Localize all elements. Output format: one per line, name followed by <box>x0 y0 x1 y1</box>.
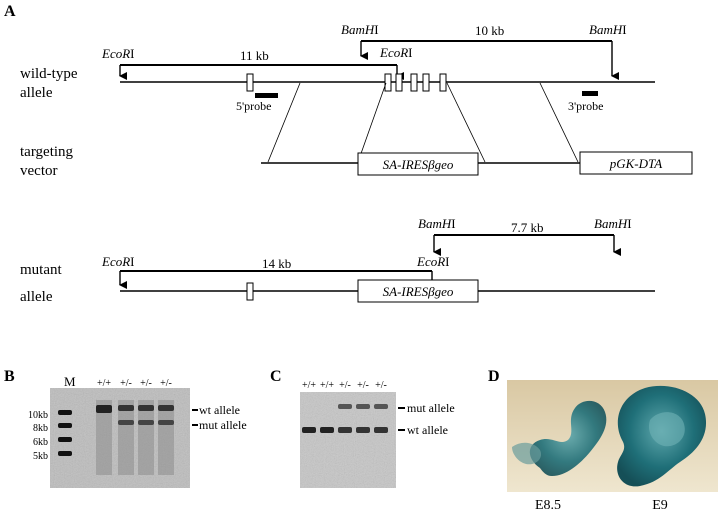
homology-line-2 <box>357 82 387 163</box>
mutant-cassette-box <box>357 279 479 303</box>
size-10kb: 10 kb <box>475 23 504 38</box>
mutant-label-line2: allele <box>20 289 53 305</box>
mutant-cassette-label: SA-IRESβgeo <box>383 284 454 299</box>
probe-3prime <box>582 91 598 96</box>
gel-c-lane-label: +/- <box>357 380 369 391</box>
wt-ecori-left-label: EcoRI <box>101 46 135 61</box>
size-7_7kb: 7.7 kb <box>511 220 544 235</box>
gel-c-lane-label: +/+ <box>302 380 316 391</box>
exon-6 <box>439 73 447 92</box>
mut-bamhi-left-label: BamHI <box>418 216 456 231</box>
probe-5prime <box>255 93 278 98</box>
size-11kb: 11 kb <box>240 48 269 63</box>
gel-c-lane-label: +/- <box>339 380 351 391</box>
ladder-band-8kb <box>58 423 72 428</box>
targeting-label-line1: targeting <box>20 144 74 160</box>
stage-e8_5: E8.5 <box>535 498 561 513</box>
ladder-band-10kb <box>58 410 72 415</box>
lane-c2-wt-band <box>320 427 334 433</box>
gel-b-lane-labels: +/+ +/- +/- +/- <box>97 378 172 389</box>
wt-bamhi-right-label: BamHI <box>589 22 627 37</box>
mutant-label-line1: mutant <box>20 262 62 278</box>
lane-c4-mut-band <box>356 404 370 409</box>
homology-line-3 <box>446 82 486 163</box>
lane-b4-smear <box>158 400 174 475</box>
exon-3 <box>395 73 403 92</box>
gel-b-size-marker: 5kb <box>33 451 48 462</box>
lane-b2-mut-band <box>118 420 134 425</box>
gel-c-lane-label: +/- <box>375 380 387 391</box>
gel-b-band-label: wt allele <box>199 403 240 417</box>
gel-b-band-label: mut allele <box>199 418 247 432</box>
gel-b-lane-label: +/- <box>140 378 152 389</box>
gel-b-size-marker: 6kb <box>33 437 48 448</box>
homology-line-1 <box>267 82 301 163</box>
targeting-cassette-box <box>357 152 479 176</box>
mut-ecori-left-label: EcoRI <box>101 254 135 269</box>
probe-3prime-label: 3'probe <box>568 99 603 113</box>
lane-b4-wt-band <box>158 405 174 411</box>
size-14kb: 14 kb <box>262 256 291 271</box>
lane-c5-mut-band <box>374 404 388 409</box>
lane-b4-mut-band <box>158 420 174 425</box>
exon-5 <box>422 73 430 92</box>
panel-b-label: B <box>4 368 15 385</box>
mut-bamhi-right-label: BamHI <box>594 216 632 231</box>
lane-b1-wt-band <box>96 405 112 413</box>
gel-c-lane-labels: +/+ +/+ +/- +/- +/- <box>302 380 387 391</box>
targeting-label-line2: vector <box>20 163 57 179</box>
panel-d-label: D <box>488 368 500 385</box>
wild-type-label-line2: allele <box>20 85 53 101</box>
mut-ecori-right-label: EcoRI <box>416 254 450 269</box>
dta-label: pGK-DTA <box>609 156 663 171</box>
gel-b-lane-label: +/+ <box>97 378 111 389</box>
gel-c-band-labels: mut allele wt allele <box>398 401 455 437</box>
mutant-exon-1 <box>246 282 254 301</box>
embryo-e8_5-tail <box>512 442 542 465</box>
lane-c4-wt-band <box>356 427 370 433</box>
ladder-band-6kb <box>58 437 72 442</box>
lane-c3-mut-band <box>338 404 352 409</box>
wild-type-label-line1: wild-type <box>20 66 78 82</box>
gel-c-lane-label: +/+ <box>320 380 334 391</box>
marker-label: M <box>64 374 76 389</box>
wt-bamhi-left-label: BamHI <box>341 22 379 37</box>
homology-line-4 <box>539 82 579 163</box>
panel-a-label: A <box>4 3 16 20</box>
wt-ecori-mid-label: EcoRI <box>379 45 413 60</box>
probe-5prime-label: 5'probe <box>236 99 271 113</box>
lane-b3-smear <box>138 400 154 475</box>
lane-b1-smear <box>96 400 112 475</box>
lane-c1-wt-band <box>302 427 316 433</box>
exon-1 <box>246 73 254 92</box>
exon-2 <box>384 73 392 92</box>
gel-c-band-label: mut allele <box>407 401 455 415</box>
lane-b2-smear <box>118 400 134 475</box>
embryo-e8_5 <box>529 400 607 476</box>
gel-b-lane-label: +/- <box>120 378 132 389</box>
lane-c5-wt-band <box>374 427 388 433</box>
panel-c-label: C <box>270 368 282 385</box>
exon-4 <box>410 73 418 92</box>
lane-b2-wt-band <box>118 405 134 411</box>
lane-c3-wt-band <box>338 427 352 433</box>
gel-b-lane-label: +/- <box>160 378 172 389</box>
gel-b-size-marker: 10kb <box>28 410 48 421</box>
gel-b-size-marker: 8kb <box>33 423 48 434</box>
ladder-band-5kb <box>58 451 72 456</box>
embryo-e9-inner-fold <box>648 412 685 447</box>
gel-c-band-label: wt allele <box>407 423 448 437</box>
dta-box <box>579 151 693 175</box>
lane-b3-mut-band <box>138 420 154 425</box>
lane-b3-wt-band <box>138 405 154 411</box>
stage-e9: E9 <box>652 498 668 513</box>
gel-b-size-markers: 10kb 8kb 6kb 5kb <box>28 410 48 462</box>
targeting-cassette-label: SA-IRESβgeo <box>383 157 454 172</box>
